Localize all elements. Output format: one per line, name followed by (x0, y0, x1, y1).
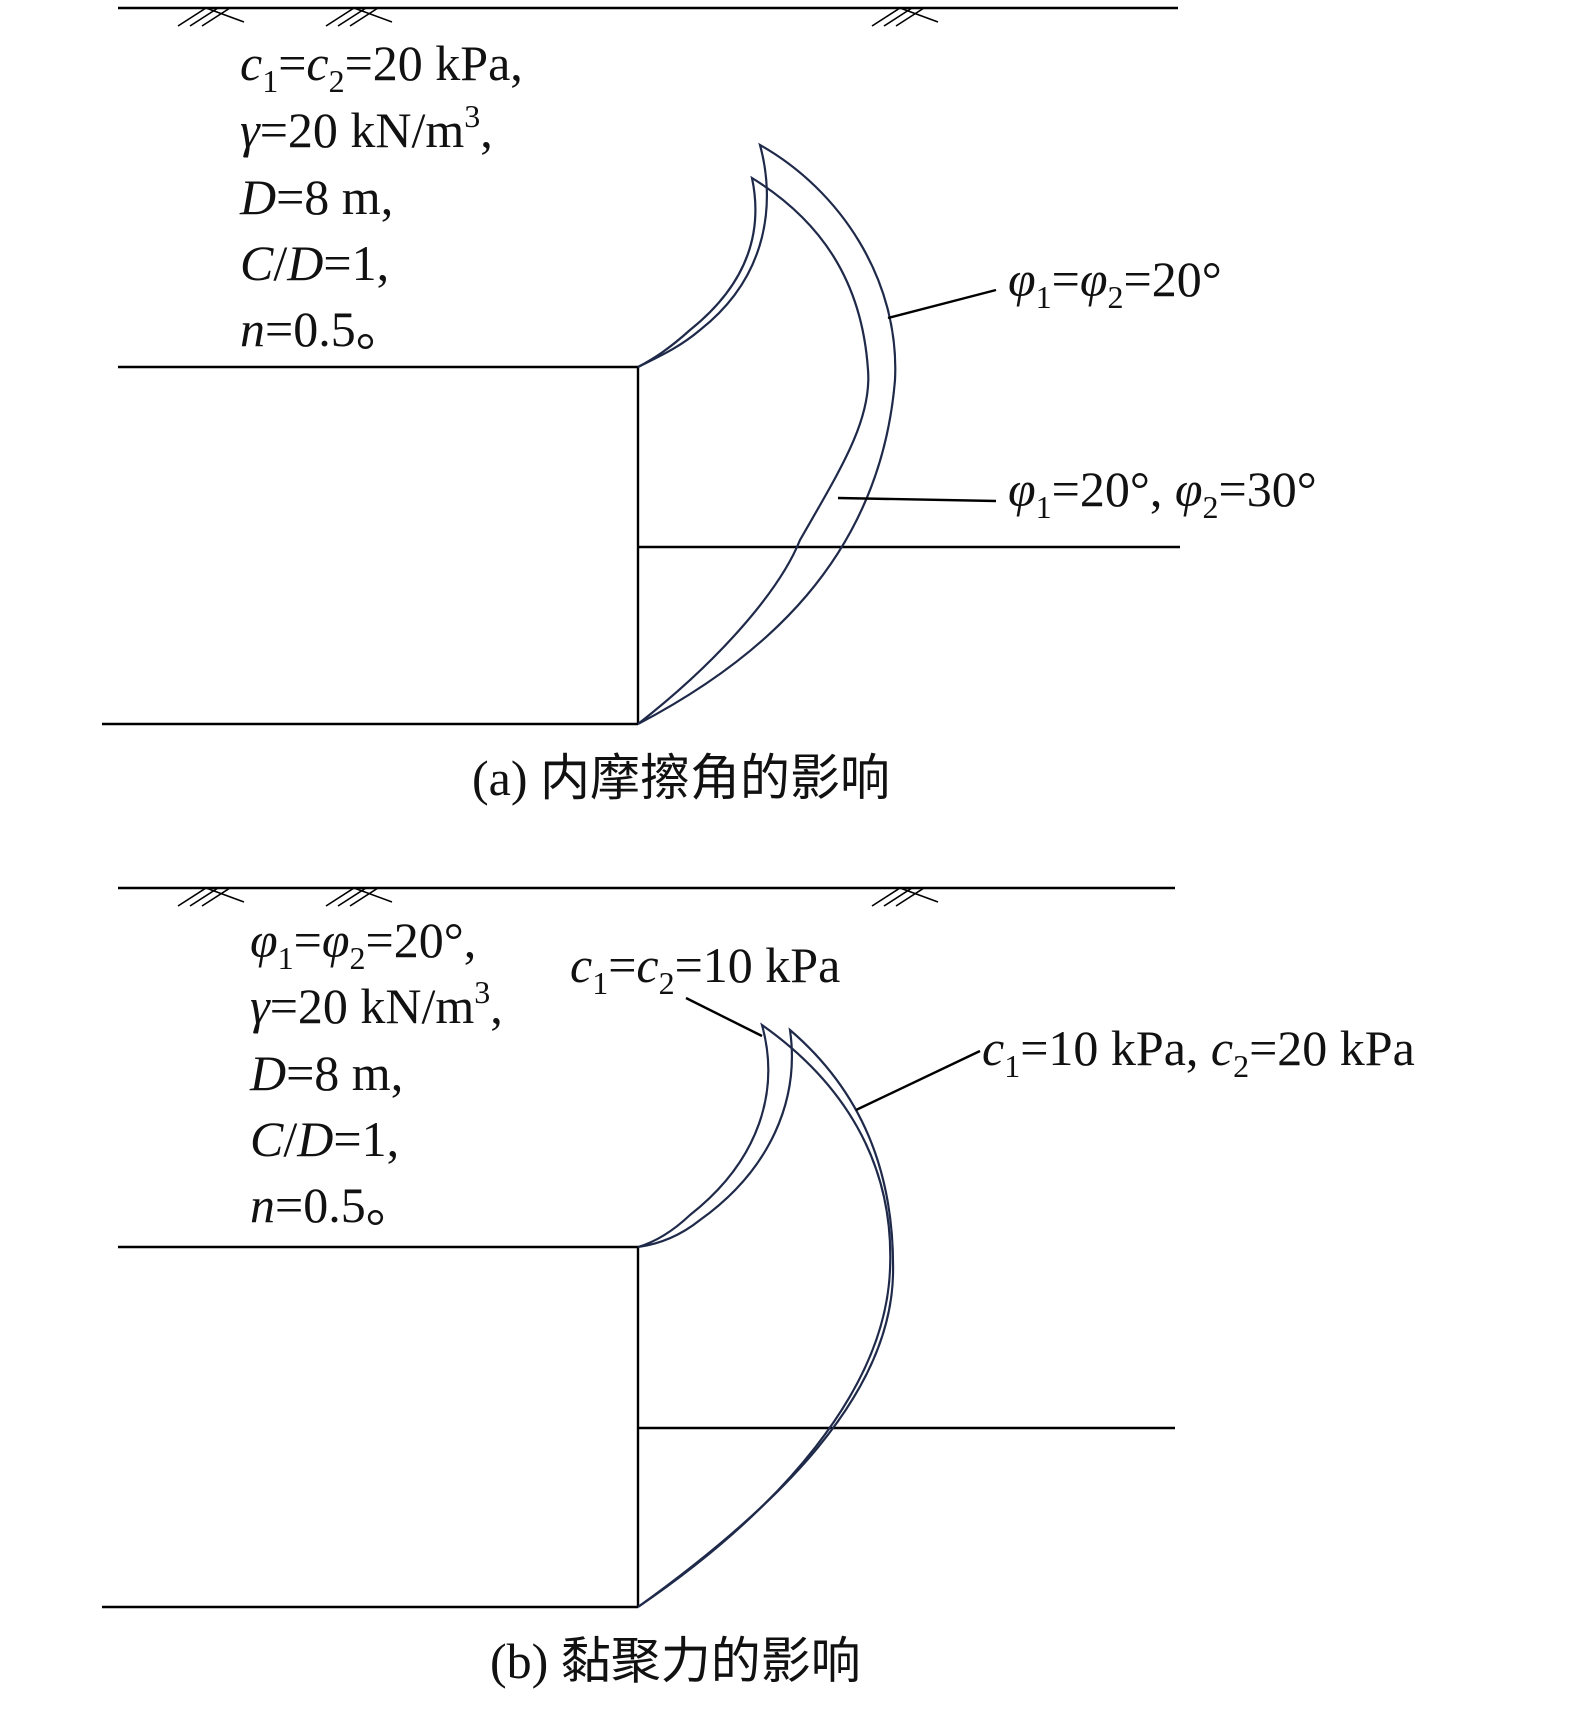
failure-surface-c-diff-b (637, 1027, 895, 1608)
param-line-n-a: n=0.5。 (240, 301, 406, 357)
label-phi-diff-a: φ1=20°, φ2=30° (1008, 461, 1317, 525)
label-phi-equal-a: φ1=φ2=20° (1008, 251, 1222, 315)
ground-hatch-a (177, 7, 939, 27)
leader-c-diff-b (855, 1049, 981, 1112)
leader-inner-a (837, 496, 997, 503)
param-line-n-b: n=0.5。 (250, 1177, 416, 1233)
caption-b: (b) 黏聚力的影响 (490, 1633, 861, 1689)
failure-surface-outer-a (637, 142, 897, 725)
leader-c-equal-b (685, 996, 763, 1038)
caption-a: (a) 内摩擦角的影响 (472, 750, 890, 806)
label-c-diff-b: c1=10 kPa, c2=20 kPa (982, 1020, 1415, 1084)
param-line-d-b: D=8 m, (249, 1045, 403, 1101)
param-line-cd-a: C/D=1, (240, 235, 389, 291)
param-line-gamma-b: γ=20 kN/m3, (250, 974, 503, 1034)
failure-surface-inner-a (637, 175, 870, 725)
leader-outer-a (887, 288, 997, 320)
param-line-c-a: c1=c2=20 kPa, (240, 35, 523, 99)
panel-a: c1=c2=20 kPa, γ=20 kN/m3, D=8 m, C/D=1, … (102, 6, 1317, 806)
failure-surface-c-equal-b (637, 1022, 892, 1608)
label-c-equal-b: c1=c2=10 kPa (570, 937, 840, 1001)
panel-b: φ1=φ2=20°, γ=20 kN/m3, D=8 m, C/D=1, n=0… (102, 886, 1415, 1689)
param-line-d-a: D=8 m, (239, 169, 393, 225)
param-line-cd-b: C/D=1, (250, 1111, 399, 1167)
param-line-phi-b: φ1=φ2=20°, (250, 912, 476, 976)
param-line-gamma-a: γ=20 kN/m3, (240, 98, 493, 158)
ground-hatch-b (177, 887, 939, 907)
